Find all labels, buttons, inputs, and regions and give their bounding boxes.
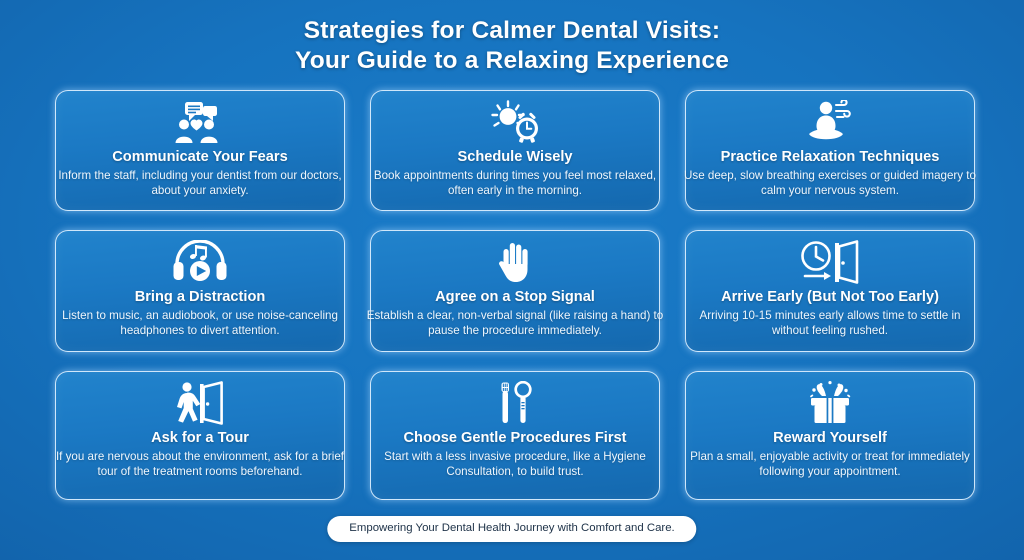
strategy-card-description: Establish a clear, non-verbal signal (li… (366, 309, 664, 338)
toothbrush-dental-mirror-icon (493, 380, 537, 426)
strategy-card-title: Communicate Your Fears (112, 149, 288, 165)
strategy-card-title: Schedule Wisely (457, 149, 573, 165)
strategy-card-title: Arrive Early (But Not Too Early) (721, 289, 939, 305)
headphones-music-notes-icon (172, 239, 228, 285)
strategy-card-title: Practice Relaxation Techniques (720, 149, 940, 165)
clock-arrow-open-door-icon (799, 239, 861, 285)
strategy-card-description: Use deep, slow breathing exercises or gu… (684, 169, 976, 198)
strategy-card-practice-relaxation-techniques[interactable]: Practice Relaxation Techniques Use deep,… (684, 90, 976, 211)
strategy-card-reward-yourself[interactable]: Reward Yourself Plan a small, enjoyable … (685, 371, 975, 500)
raised-hand-stop-icon (496, 239, 534, 285)
page-title-line-1: Strategies for Calmer Dental Visits: (303, 17, 721, 44)
people-speech-bubble-heart-icon (171, 99, 229, 145)
strategy-card-description: Start with a less invasive procedure, li… (384, 450, 646, 479)
strategy-card-description: Arriving 10-15 minutes early allows time… (699, 309, 961, 338)
meditation-lotus-breathing-icon (804, 99, 856, 145)
strategy-card-grid: Communicate Your Fears Inform the staff,… (55, 90, 976, 500)
page-title-line-2: Your Guide to a Relaxing Experience (294, 47, 730, 74)
strategy-card-title: Bring a Distraction (134, 289, 266, 305)
strategy-card-title: Ask for a Tour (151, 430, 249, 446)
strategy-card-description: Inform the staff, including your dentist… (58, 169, 342, 198)
strategy-card-choose-gentle-procedures-first[interactable]: Choose Gentle Procedures First Start wit… (370, 371, 660, 500)
strategy-card-description: If you are nervous about the environment… (55, 450, 345, 479)
footer-tagline-pill: Empowering Your Dental Health Journey wi… (327, 516, 697, 542)
gift-box-confetti-icon (804, 380, 856, 426)
strategy-card-agree-on-a-stop-signal[interactable]: Agree on a Stop Signal Establish a clear… (367, 230, 663, 352)
strategy-card-title: Choose Gentle Procedures First (403, 430, 627, 446)
strategy-card-description: Listen to music, an audiobook, or use no… (62, 309, 338, 338)
walking-person-door-icon (173, 380, 227, 426)
page-title: Strategies for Calmer Dental Visits: You… (0, 16, 1024, 76)
strategy-card-bring-a-distraction[interactable]: Bring a Distraction Listen to music, an … (55, 230, 345, 352)
strategy-card-arrive-early[interactable]: Arrive Early (But Not Too Early) Arrivin… (685, 230, 975, 352)
footer-tagline-text: Empowering Your Dental Health Journey wi… (349, 522, 675, 534)
strategy-card-description: Book appointments during times you feel … (373, 169, 657, 198)
strategy-card-title: Agree on a Stop Signal (435, 289, 595, 305)
strategy-card-ask-for-a-tour[interactable]: Ask for a Tour If you are nervous about … (55, 371, 345, 500)
strategy-card-communicate-your-fears[interactable]: Communicate Your Fears Inform the staff,… (55, 90, 345, 211)
strategy-card-schedule-wisely[interactable]: Schedule Wisely Book appointments during… (370, 90, 660, 211)
strategy-card-description: Plan a small, enjoyable activity or trea… (690, 450, 970, 479)
strategy-card-title: Reward Yourself (773, 430, 887, 446)
sun-alarm-clock-icon (489, 99, 541, 145)
